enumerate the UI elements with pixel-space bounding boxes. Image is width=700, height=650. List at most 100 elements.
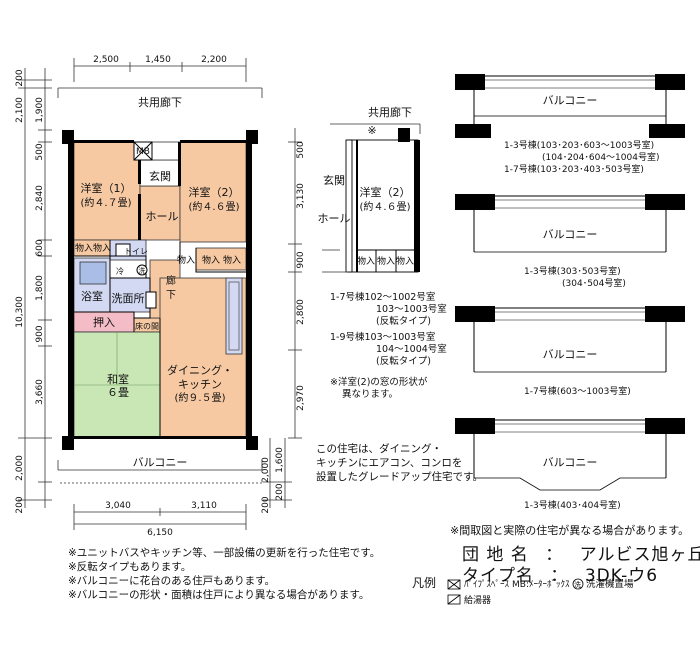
dim-left-inner-2: 500 xyxy=(35,143,45,160)
dim-left-outer-4: 2,000 xyxy=(15,455,25,481)
dim-left-inner-1: 1,900 xyxy=(35,97,45,123)
dim-left-outer-2: 2,100 xyxy=(15,97,25,123)
variant-entrance-label: 玄関 xyxy=(323,173,345,187)
footnotes: ※ユニットバスやキッチン等、一部設備の更新を行った住宅です。 ※反転タイプもあり… xyxy=(68,547,381,601)
pipe-space-symbol xyxy=(447,579,461,590)
room2-label: 洋室（2） xyxy=(189,185,240,199)
dim-right-inner-4: 2,800 xyxy=(296,299,306,325)
dim-right-inner-5: 2,970 xyxy=(296,385,306,411)
type-name-row: タイプ名 ： 3DK-ウ6 xyxy=(462,561,658,586)
legend-pipe-space: ﾊﾟｲﾌﾟｽﾍﾟｰｽ xyxy=(464,580,510,590)
corridor-label: 共用廊下 xyxy=(138,95,182,109)
variant-corridor-label: 共用廊下 xyxy=(368,105,412,119)
variant-caption-1: 1-7号棟102〜1002号室 103〜1003号室 (反転タイプ) xyxy=(330,292,447,327)
storage-label-4: 物入 xyxy=(223,254,241,266)
corridor-short-2: 下 xyxy=(166,290,176,301)
room2-size: (約４.６畳) xyxy=(189,200,240,213)
dim-left-inner-6: 900 xyxy=(35,325,45,342)
dim-left-inner-4: 600 xyxy=(35,239,45,256)
hall-label: ホール xyxy=(146,210,179,223)
balcony-variant-2-captions: 1-3号棟(303･503号室) (304･504号室) xyxy=(524,267,626,289)
storage-label-3: 物入 xyxy=(202,254,220,266)
variant-storage-2: 物入 xyxy=(377,255,395,267)
variant-storage-3: 物入 xyxy=(396,255,414,267)
balcony-label: バルコニー xyxy=(133,456,188,469)
variant-window-note: ※洋室(2)の窓の形状が 異なります。 xyxy=(330,377,428,400)
closet-label: 押入 xyxy=(93,315,115,329)
dim-right-inner-1: 500 xyxy=(296,141,306,158)
washroom-label: 洗面所 xyxy=(112,292,145,305)
dk-label-1: ダイニング・ xyxy=(167,363,233,377)
washer-legend-symbol xyxy=(572,578,584,590)
refrigerator-label: 冷 xyxy=(116,266,124,276)
bath-label: 浴室 xyxy=(81,289,103,303)
storage-label-1: 物入 xyxy=(75,242,93,254)
storage-label-2: 物入 xyxy=(93,242,111,254)
mb-label: MB xyxy=(136,147,150,157)
variant-storage-1: 物入 xyxy=(357,255,375,267)
variant-caption-2: 1-9号棟103〜1003号室 104〜1004号室 (反転タイプ) xyxy=(330,332,447,367)
legend-title: 凡例 xyxy=(412,576,437,590)
balcony-variant-2-drawing xyxy=(455,194,685,253)
room-fills xyxy=(73,141,247,439)
dim-bottom-2: 3,110 xyxy=(191,501,217,511)
balcony-variant-1-captions: 1-3号棟(103･203･603〜1003号室) (104･204･604〜1… xyxy=(504,141,660,175)
balcony-variant-2-label: バルコニー xyxy=(543,228,598,241)
western-room-2 xyxy=(179,141,247,243)
legend-washer-mark: 洗 xyxy=(574,581,581,589)
variant-room2-size: (約４.６畳) xyxy=(360,200,411,213)
dim-top-2: 1,450 xyxy=(145,55,171,65)
dim-left-inner-7: 3,660 xyxy=(35,379,45,405)
balcony-variant-4-label: バルコニー xyxy=(543,456,598,469)
balcony-variant-3-label: バルコニー xyxy=(543,348,598,361)
balcony-variant-1-drawing xyxy=(455,74,685,138)
variant-room2-label: 洋室（2） xyxy=(360,185,411,199)
japanese-room-size: ６畳 xyxy=(107,386,129,399)
room1-label: 洋室（1） xyxy=(81,181,132,195)
dim-bottom-total: 6,150 xyxy=(147,528,173,538)
floor-storage-label: 床の間 xyxy=(135,321,159,331)
balcony-variant-1-label: バルコニー xyxy=(543,94,598,107)
japanese-room-label: 和室 xyxy=(107,372,129,386)
dim-left-outer-5: 200 xyxy=(15,496,25,513)
dim-right-200a: 200 xyxy=(275,483,285,500)
dim-left-inner-3: 2,840 xyxy=(35,185,45,211)
balcony-variant-3-drawing xyxy=(455,306,685,373)
dim-right-inner-2: 3,130 xyxy=(296,183,306,209)
dim-left-inner-5: 1,800 xyxy=(35,275,45,301)
dim-right-inner-3: 900 xyxy=(296,251,306,268)
complex-name-value: アルビス旭ヶ丘 xyxy=(579,545,700,565)
corridor-short-1: 廊 xyxy=(166,274,176,287)
legend-water-heater: 給湯器 xyxy=(464,596,492,606)
entrance-label: 玄関 xyxy=(149,169,171,183)
type-name-sep: ： xyxy=(550,566,569,586)
balcony-variant-4-captions: 1-3号棟(403･404号室) xyxy=(524,501,621,511)
upgrade-note: この住宅は、ダイニング・ キッチンにエアコン、コンロを 設置したグレードアップ住… xyxy=(316,443,483,483)
dim-right-200b: 200 xyxy=(261,496,271,513)
storage-label-5: 物入 xyxy=(177,254,195,266)
variant-plan xyxy=(322,123,421,273)
type-name-label: タイプ名 xyxy=(462,566,534,586)
dk-size: (約９.５畳) xyxy=(175,391,226,404)
dim-left-outer-1: 200 xyxy=(15,69,25,86)
disclaimer: ※間取図と実際の住宅が異なる場合があります。 xyxy=(450,524,690,537)
balcony-variant-4-drawing xyxy=(455,418,685,491)
complex-name-row: 団 地 名 ： アルビス旭ヶ丘 xyxy=(462,540,700,565)
legend-washer-space: 洗濯機置場 xyxy=(586,579,634,590)
water-heater-symbol xyxy=(447,594,461,605)
western-room-1 xyxy=(73,141,141,241)
variant-hall-label: ホール xyxy=(318,212,351,225)
hall-floor xyxy=(139,185,181,241)
room1-size: (約４.７畳) xyxy=(81,196,132,209)
complex-name-sep: ： xyxy=(545,545,564,565)
dim-left-outer-3: 10,300 xyxy=(15,296,25,328)
dim-right-1600: 1,600 xyxy=(275,447,285,473)
dim-right-2000: 2,000 xyxy=(261,457,271,483)
washer-symbol: 洗 xyxy=(139,266,146,275)
dim-top-3: 2,200 xyxy=(201,55,227,65)
complex-name-label: 団 地 名 xyxy=(462,545,529,565)
washroom-area xyxy=(109,277,151,313)
dim-top-1: 2,500 xyxy=(93,55,119,65)
variant-mark: ※ xyxy=(367,124,376,137)
